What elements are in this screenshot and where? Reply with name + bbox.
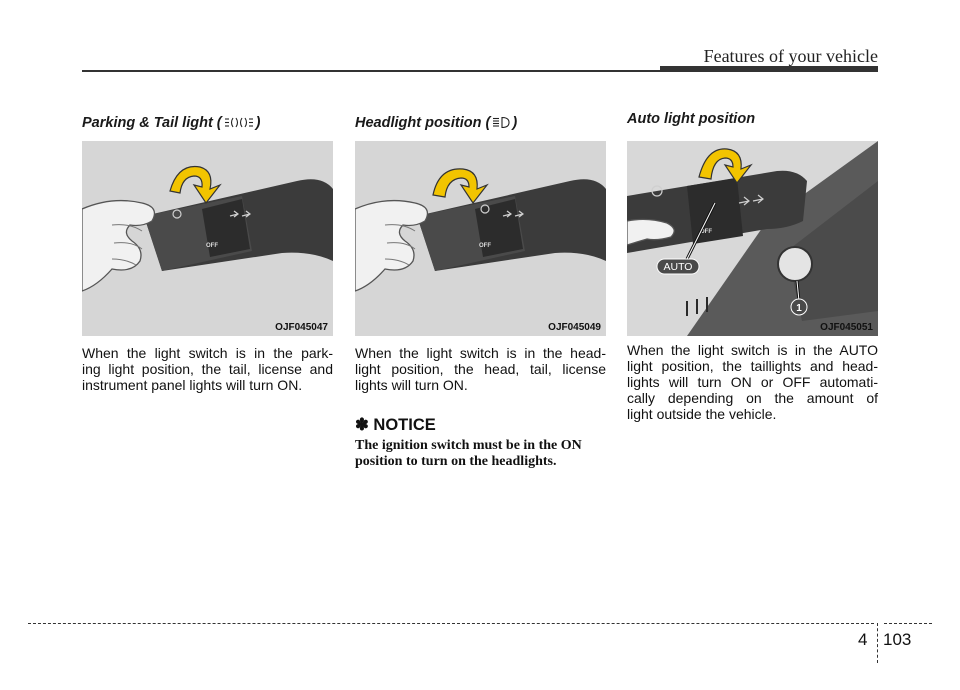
body-line: When the light switch is in the AUTO [627,342,878,358]
section-title-text: Auto light position [627,111,756,127]
body-line: When the light switch is in the park- [82,345,333,361]
stalk-illustration: OFF [355,141,606,336]
off-label: OFF [206,243,218,249]
rotate-arrow-icon [169,165,222,205]
body-line: light position, the taillights and head- [627,358,878,374]
footer-rule-end [884,623,932,624]
section-title-parking-tail: Parking & Tail light () [82,115,260,133]
figure-auto-light: OFF AUTO 1 OJF045051 [627,141,878,336]
auto-label: AUTO [664,261,693,273]
section-title-headlight: Headlight position () [355,115,517,133]
notice-text: The ignition switch must be in the ON po… [355,438,607,470]
rotate-arrow-icon [698,148,753,185]
body-line: ing light position, the tail, license an… [82,361,333,377]
headlight-icon [492,116,510,133]
body-text-auto-light: When the light switch is in the AUTO lig… [627,342,878,422]
parking-light-icon [224,116,254,133]
running-head: Features of your vehicle [703,46,878,66]
header-rule-accent [660,66,878,72]
callout-number: 1 [796,303,802,314]
body-text-headlight: When the light switch is in the head- li… [355,345,606,393]
figure-headlight: OFF OJF045049 [355,141,606,336]
section-title-text-end: ) [255,115,261,131]
figure-parking-tail: OFF OJF045047 [82,141,333,336]
stalk-illustration: OFF [82,141,333,336]
body-line: lights will turn ON. [355,377,468,393]
body-line: light outside the vehicle. [627,406,777,422]
body-line: instrument panel lights will turn ON. [82,377,303,393]
footer-divider [877,623,878,663]
header-rule [82,70,660,72]
section-title-auto-light: Auto light position [627,111,755,127]
page-number: 103 [883,630,912,649]
section-title-text: Parking & Tail light ( [82,115,222,131]
footer-rule [28,623,874,624]
body-line: lights will turn ON or OFF automati- [627,374,878,390]
notice-line: position to turn on the headlights. [355,454,557,469]
body-line: When the light switch is in the head- [355,345,606,361]
off-label: OFF [479,243,491,249]
body-line: cally depending on the amount of [627,390,878,406]
body-text-parking-tail: When the light switch is in the park- in… [82,345,333,393]
stalk-illustration: OFF AUTO 1 [627,141,878,336]
figure-code: OJF045051 [820,322,873,333]
figure-code: OJF045049 [548,322,601,333]
body-line: light position, the head, tail, license [355,361,606,377]
section-title-text: Headlight position ( [355,115,491,131]
section-title-text-end: ) [512,115,518,131]
notice-title: ✽ NOTICE [355,416,436,434]
off-label: OFF [700,229,712,235]
rotate-arrow-icon [432,168,489,205]
chapter-number: 4 [858,630,868,649]
notice-line: The ignition switch must be in the ON [355,438,582,453]
figure-code: OJF045047 [275,322,328,333]
